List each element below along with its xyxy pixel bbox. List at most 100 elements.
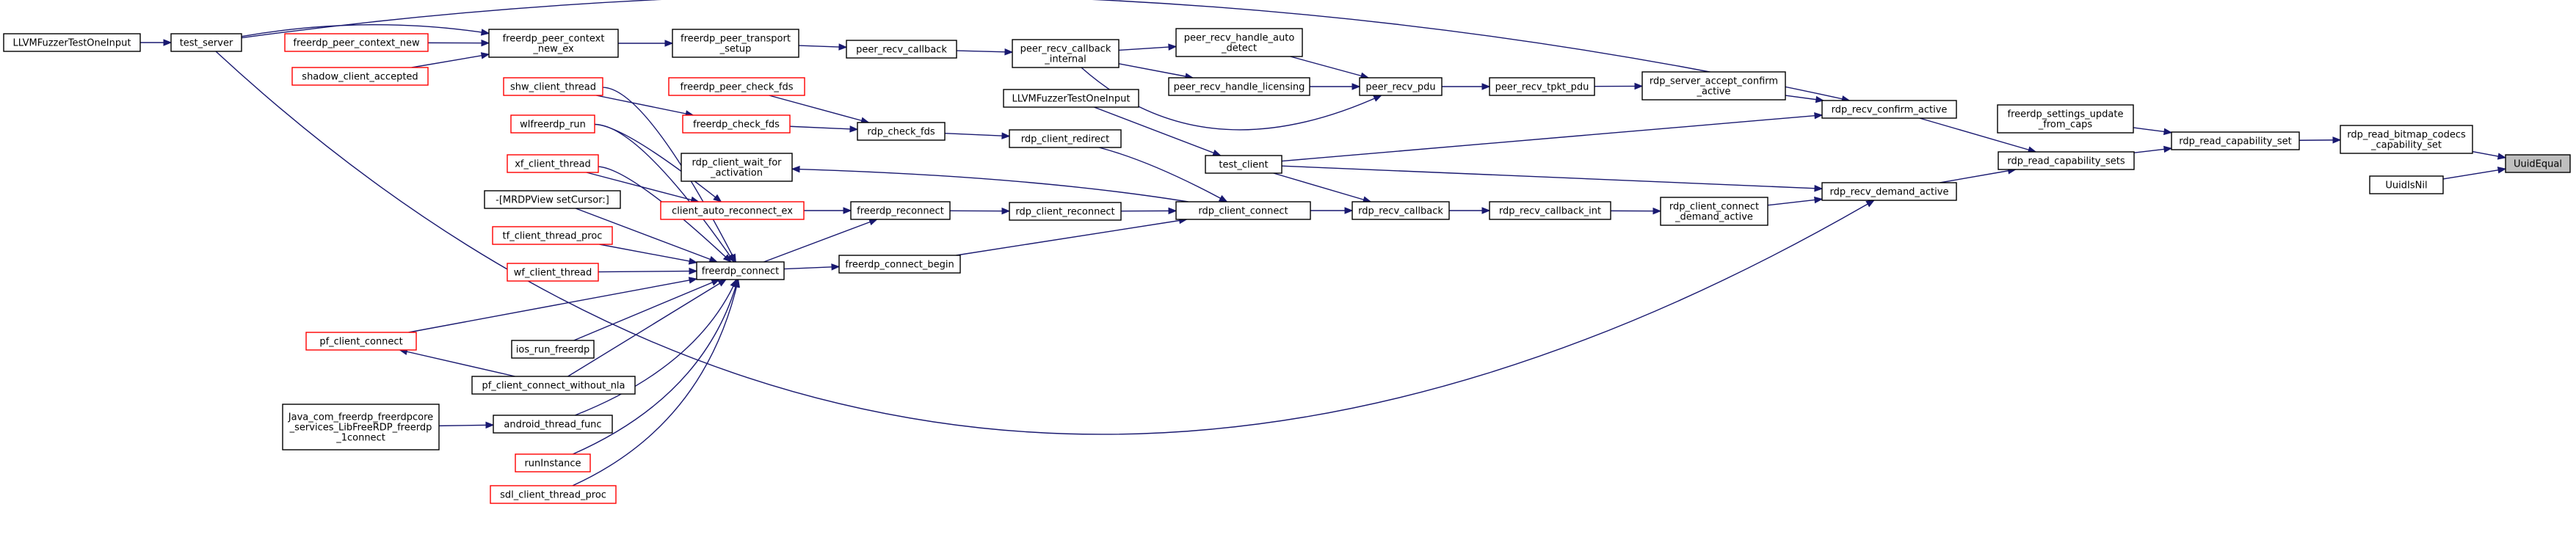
node-tf-client-thread-proc[interactable]: tf_client_thread_proc	[492, 226, 613, 245]
node-llvm1[interactable]: LLVMFuzzerTestOneInput	[3, 33, 141, 52]
edge-recv_callback_int-to-client_connect_demand	[1610, 207, 1662, 215]
node-client-redirect[interactable]: rdp_client_redirect	[1009, 129, 1122, 148]
node-uuid-is-nil[interactable]: UuidIsNil	[2369, 175, 2444, 194]
node-shadow-accepted[interactable]: shadow_client_accepted	[291, 67, 429, 86]
node-label: peer_recv_handle_licensing	[1174, 82, 1305, 93]
node-peer-recv-handle-lic[interactable]: peer_recv_handle_licensing	[1168, 77, 1310, 96]
edge-test_client-to-recv_confirm_active	[1281, 112, 1824, 162]
node-label: _new_ex	[532, 44, 574, 55]
node-android-thread[interactable]: android_thread_func	[493, 415, 613, 434]
node-freerdp-reconnect[interactable]: freerdp_reconnect	[850, 201, 951, 220]
node-label: rdp_recv_callback	[1358, 206, 1443, 217]
node-ios-run[interactable]: ios_run_freerdp	[511, 340, 595, 359]
node-label: rdp_client_wait_for	[692, 158, 782, 169]
node-label: freerdp_peer_context	[503, 34, 605, 45]
node-read-cap-set[interactable]: rdp_read_capability_set	[2171, 131, 2300, 150]
node-peer-check-fds[interactable]: freerdp_peer_check_fds	[668, 77, 805, 96]
node-pf-without-nla[interactable]: pf_client_connect_without_nla	[471, 376, 636, 395]
edge-peer_recv_callback-to-peer_recv_cb_internal	[956, 48, 1014, 56]
edge-peer_ctx_new-to-peer_ctx_new_ex	[427, 39, 490, 47]
node-read-bitmap-codecs[interactable]: rdp_read_bitmap_codecs_capability_set	[2340, 125, 2473, 154]
edge-wf_client_thread-to-freerdp_connect	[598, 267, 698, 275]
node-label: xf_client_thread	[515, 159, 591, 170]
node-label: _internal	[1044, 54, 1086, 65]
node-label: rdp_check_fds	[867, 127, 935, 138]
node-label: rdp_client_connect	[1669, 202, 1759, 213]
node-peer-recv-tpkt-pdu[interactable]: peer_recv_tpkt_pdu	[1489, 77, 1595, 96]
node-rdp-check-fds[interactable]: rdp_check_fds	[857, 122, 946, 141]
node-test-server[interactable]: test_server	[170, 33, 242, 52]
node-pf-client-connect[interactable]: pf_client_connect	[305, 332, 417, 351]
node-sdl-thread[interactable]: sdl_client_thread_proc	[490, 485, 617, 504]
edge-peer_ctx_new_ex-to-peer_transport_setup	[618, 40, 674, 47]
node-llvm2[interactable]: LLVMFuzzerTestOneInput	[1003, 89, 1139, 108]
node-label: test_client	[1219, 160, 1268, 171]
node-label: rdp_client_reconnect	[1015, 207, 1114, 218]
node-label: rdp_read_capability_sets	[2007, 156, 2125, 167]
node-recv-callback-int[interactable]: rdp_recv_callback_int	[1489, 201, 1611, 220]
node-wlfreerdp-run[interactable]: wlfreerdp_run	[510, 114, 595, 134]
node-label: ios_run_freerdp	[516, 345, 589, 356]
node-auto-reconnect-ex[interactable]: client_auto_reconnect_ex	[660, 201, 805, 220]
edge-pf_without_nla-to-freerdp_connect	[567, 279, 728, 377]
node-client-wait-activation[interactable]: rdp_client_wait_for_activation	[681, 153, 793, 182]
node-label: rdp_client_redirect	[1021, 134, 1110, 145]
node-recv-confirm-active[interactable]: rdp_recv_confirm_active	[1821, 100, 1957, 119]
node-label: UuidEqual	[2514, 159, 2562, 170]
node-client-reconnect[interactable]: rdp_client_reconnect	[1009, 202, 1122, 221]
node-recv-demand-active[interactable]: rdp_recv_demand_active	[1821, 182, 1957, 201]
node-peer-transport-setup[interactable]: freerdp_peer_transport_setup	[672, 29, 799, 58]
node-label: pf_client_connect	[319, 337, 402, 348]
node-label: rdp_recv_demand_active	[1830, 187, 1949, 198]
node-label: wf_client_thread	[514, 268, 592, 279]
node-uuid-equal[interactable]: UuidEqual	[2505, 154, 2571, 173]
node-xf-client-thread[interactable]: xf_client_thread	[507, 154, 599, 173]
node-label: freerdp_connect_begin	[845, 260, 954, 271]
edge-check_fds-to-rdp_check_fds	[789, 125, 859, 133]
edge-peer_recv_cb_internal-to-peer_recv_handle_lic	[1118, 63, 1194, 80]
node-run-instance[interactable]: runInstance	[515, 453, 591, 472]
node-peer-ctx-new[interactable]: freerdp_peer_context_new	[284, 33, 429, 52]
edge-auto_reconnect_ex-to-freerdp_reconnect	[804, 207, 852, 214]
edge-client_connect_demand-to-recv_demand_active	[1767, 196, 1824, 206]
node-connect-begin[interactable]: freerdp_connect_begin	[838, 255, 961, 274]
node-shw-client-thread[interactable]: shw_client_thread	[503, 77, 603, 96]
edge-client_connect-to-rdp_recv_callback	[1310, 207, 1354, 214]
node-client-connect-demand[interactable]: rdp_client_connect_demand_active	[1660, 197, 1768, 226]
node-peer-recv-cb-internal[interactable]: peer_recv_callback_internal	[1012, 39, 1120, 68]
node-label: _from_caps	[2038, 120, 2093, 131]
node-label: freerdp_peer_check_fds	[680, 82, 793, 93]
edge-test_server-to-recv_demand_active	[215, 51, 1875, 435]
edge-android_thread-to-freerdp_connect	[575, 278, 737, 416]
node-client-connect[interactable]: rdp_client_connect	[1175, 201, 1311, 220]
edge-read_cap_set-to-read_bitmap_codecs	[2299, 136, 2342, 144]
edge-tf_client_thread_proc-to-freerdp_connect	[599, 244, 698, 265]
node-label: LLVMFuzzerTestOneInput	[1012, 94, 1131, 105]
node-label: peer_recv_tpkt_pdu	[1495, 82, 1589, 93]
node-label: rdp_read_bitmap_codecs	[2347, 130, 2466, 141]
edge-peer_recv_handle_auto-to-peer_recv_pdu	[1290, 56, 1370, 79]
node-check-fds[interactable]: freerdp_check_fds	[682, 114, 791, 134]
edge-client_connect-to-client_wait_activation	[791, 165, 1189, 202]
node-peer-recv-pdu[interactable]: peer_recv_pdu	[1359, 77, 1443, 96]
edge-sdl_thread-to-freerdp_connect	[572, 278, 741, 486]
node-peer-recv-handle-auto[interactable]: peer_recv_handle_auto_detect	[1175, 28, 1303, 57]
node-server-accept-confirm[interactable]: rdp_server_accept_confirm_active	[1641, 71, 1786, 101]
edge-server_accept_confirm-to-recv_confirm_active	[1785, 95, 1825, 103]
node-rdp-recv-callback[interactable]: rdp_recv_callback	[1352, 201, 1450, 220]
node-wf-client-thread[interactable]: wf_client_thread	[507, 263, 599, 282]
node-label: tf_client_thread_proc	[503, 231, 603, 242]
node-peer-recv-callback[interactable]: peer_recv_callback	[846, 40, 957, 59]
edge-pf_client_connect-to-freerdp_connect	[408, 277, 698, 333]
node-test-client[interactable]: test_client	[1205, 155, 1282, 174]
edge-client_reconnect-to-client_connect	[1120, 207, 1178, 215]
node-settings-update[interactable]: freerdp_settings_update_from_caps	[1997, 104, 2134, 134]
node-java-connect[interactable]: Java_com_freerdp_freerdpcore_services_Li…	[282, 404, 440, 450]
node-label: freerdp_settings_update	[2008, 109, 2124, 120]
node-mrdpview[interactable]: -[MRDPView setCursor:]	[484, 190, 621, 209]
node-freerdp-connect[interactable]: freerdp_connect	[696, 261, 785, 280]
node-label: _setup	[719, 44, 752, 55]
node-peer-ctx-new-ex[interactable]: freerdp_peer_context_new_ex	[488, 29, 619, 58]
edge-freerdp_connect-to-connect_begin	[783, 263, 841, 271]
node-read-cap-sets[interactable]: rdp_read_capability_sets	[1998, 151, 2135, 170]
